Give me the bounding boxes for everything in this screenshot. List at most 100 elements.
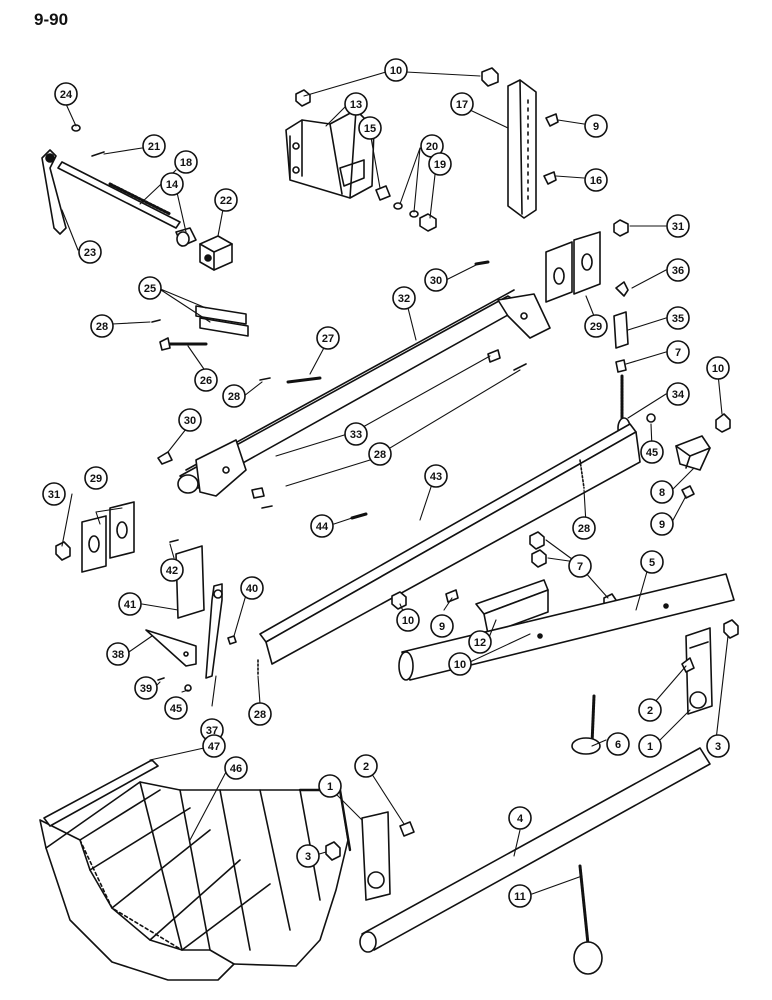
callout-38: 38 <box>106 642 130 666</box>
svg-text:35: 35 <box>672 313 684 325</box>
callout-9: 9 <box>584 114 608 138</box>
spacer-part <box>375 185 437 232</box>
svg-text:29: 29 <box>590 321 602 333</box>
angle-clip-part <box>675 435 711 499</box>
small-hardware-part <box>157 635 259 692</box>
svg-text:45: 45 <box>646 447 658 459</box>
svg-text:17: 17 <box>456 99 468 111</box>
callout-31: 31 <box>666 214 690 238</box>
svg-text:9: 9 <box>659 519 665 531</box>
lower-bracket-part <box>325 811 415 901</box>
svg-text:19: 19 <box>434 159 446 171</box>
threaded-rod-part <box>57 161 181 229</box>
callout-46: 46 <box>224 756 248 780</box>
svg-text:3: 3 <box>715 741 721 753</box>
svg-text:44: 44 <box>316 521 329 533</box>
svg-text:38: 38 <box>112 649 124 661</box>
lower-tube-part <box>359 747 711 953</box>
callout-19: 19 <box>428 152 452 176</box>
eye-bolt-long-part <box>573 864 603 975</box>
support-plate-part <box>169 539 205 619</box>
callout-9: 9 <box>650 512 674 536</box>
svg-text:21: 21 <box>148 141 160 153</box>
small-bolt-part <box>157 260 501 520</box>
svg-text:10: 10 <box>712 363 724 375</box>
svg-text:24: 24 <box>60 89 73 101</box>
hex-nut-part <box>295 67 499 107</box>
eye-bolt-part <box>571 694 601 755</box>
svg-text:11: 11 <box>514 891 526 903</box>
svg-text:40: 40 <box>246 583 258 595</box>
svg-text:28: 28 <box>374 449 386 461</box>
bolt-part <box>543 113 559 185</box>
callout-31: 31 <box>42 482 66 506</box>
svg-text:3: 3 <box>305 851 311 863</box>
callout-42: 42 <box>160 558 184 582</box>
callout-33: 33 <box>344 422 368 446</box>
rubber-pad-part-2 <box>55 501 135 573</box>
callout-24: 24 <box>54 82 78 106</box>
svg-text:28: 28 <box>228 391 240 403</box>
callout-3: 3 <box>296 844 320 868</box>
callout-13: 13 <box>344 92 368 116</box>
svg-text:45: 45 <box>170 703 182 715</box>
wear-strip-part <box>43 759 159 827</box>
svg-text:32: 32 <box>398 293 410 305</box>
svg-text:2: 2 <box>647 705 653 717</box>
callout-1: 1 <box>638 734 662 758</box>
svg-text:14: 14 <box>166 179 179 191</box>
svg-text:34: 34 <box>672 389 685 401</box>
callout-14: 14 <box>160 172 184 196</box>
leader-lines <box>61 71 729 895</box>
concave-grate-part <box>39 781 352 981</box>
svg-text:33: 33 <box>350 429 362 441</box>
callouts: 24 21 18 14 22 23 10 13 15 20 19 17 9 16… <box>42 58 730 908</box>
block-part <box>199 235 233 271</box>
svg-text:15: 15 <box>364 123 376 135</box>
bushing-part <box>175 227 197 247</box>
svg-text:6: 6 <box>615 739 621 751</box>
callout-4: 4 <box>508 806 532 830</box>
callout-1: 1 <box>318 774 342 798</box>
svg-text:10: 10 <box>454 659 466 671</box>
svg-text:31: 31 <box>48 489 60 501</box>
svg-text:20: 20 <box>426 141 438 153</box>
angle-bracket-part <box>475 579 549 635</box>
callout-28: 28 <box>368 442 392 466</box>
svg-text:28: 28 <box>254 709 266 721</box>
svg-text:9: 9 <box>593 121 599 133</box>
callout-2: 2 <box>354 754 378 778</box>
callout-30: 30 <box>178 408 202 432</box>
callout-27: 27 <box>316 326 340 350</box>
svg-text:18: 18 <box>180 157 192 169</box>
callout-40: 40 <box>240 576 264 600</box>
callout-10: 10 <box>384 58 408 82</box>
callout-28: 28 <box>222 384 246 408</box>
svg-text:26: 26 <box>200 375 212 387</box>
svg-text:4: 4 <box>517 813 524 825</box>
callout-17: 17 <box>450 92 474 116</box>
callout-10: 10 <box>706 356 730 380</box>
svg-text:37: 37 <box>206 725 218 737</box>
svg-text:7: 7 <box>675 347 681 359</box>
callout-18: 18 <box>174 150 198 174</box>
svg-text:7: 7 <box>577 561 583 573</box>
callout-28: 28 <box>248 702 272 726</box>
svg-text:42: 42 <box>166 565 178 577</box>
callout-10: 10 <box>448 652 472 676</box>
svg-text:8: 8 <box>659 487 665 499</box>
bolt-nut-part <box>681 619 739 673</box>
svg-text:22: 22 <box>220 195 232 207</box>
callout-45: 45 <box>640 440 664 464</box>
svg-text:12: 12 <box>474 637 486 649</box>
svg-text:10: 10 <box>402 615 414 627</box>
svg-text:9: 9 <box>439 621 445 633</box>
long-bolt-part <box>159 337 322 384</box>
callout-45: 45 <box>164 696 188 720</box>
callout-8: 8 <box>650 480 674 504</box>
callout-25: 25 <box>138 276 162 300</box>
callout-30: 30 <box>424 268 448 292</box>
callout-6: 6 <box>606 732 630 756</box>
svg-text:16: 16 <box>590 175 602 187</box>
tube-part <box>398 573 735 681</box>
